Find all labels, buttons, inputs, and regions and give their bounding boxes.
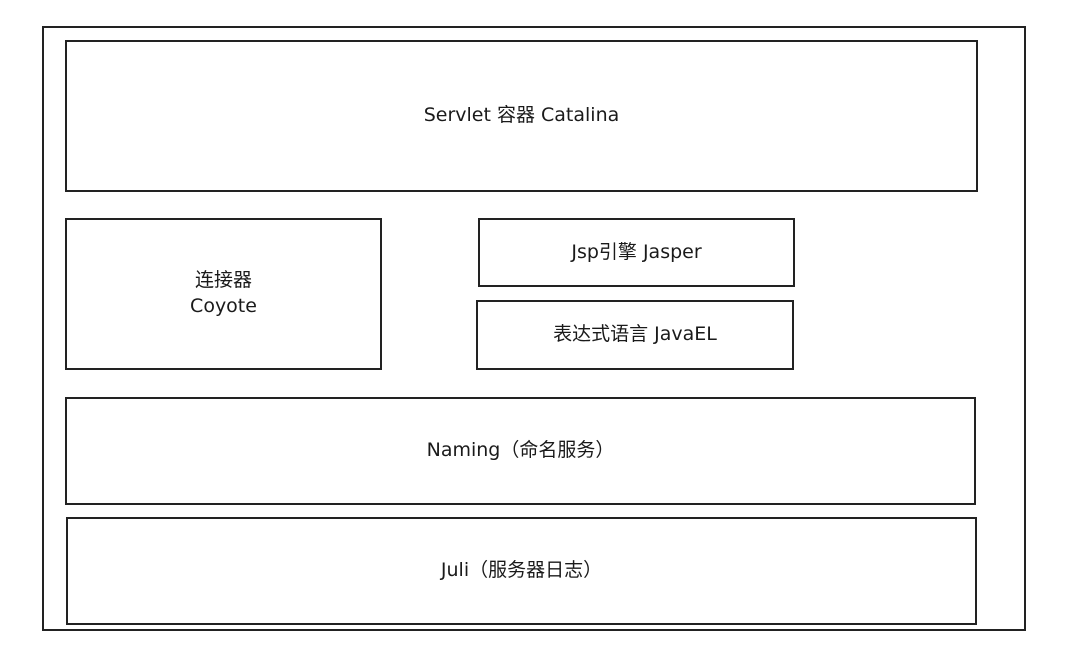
catalina-block: Servlet 容器 Catalina xyxy=(65,40,978,192)
javael-block: 表达式语言 JavaEL xyxy=(476,300,794,370)
naming-block: Naming（命名服务） xyxy=(65,397,976,505)
jasper-label: Jsp引擎 Jasper xyxy=(571,240,702,263)
juli-block: Juli（服务器日志） xyxy=(66,517,977,625)
catalina-label: Servlet 容器 Catalina xyxy=(423,104,620,127)
naming-label: Naming（命名服务） xyxy=(426,439,615,462)
outer-frame xyxy=(42,26,1026,631)
jasper-block: Jsp引擎 Jasper xyxy=(478,218,795,287)
coyote-label-line1: 连接器 xyxy=(194,269,252,292)
coyote-label-line2: Coyote xyxy=(190,295,257,317)
javael-label: 表达式语言 JavaEL xyxy=(553,323,717,346)
coyote-block: 连接器 Coyote xyxy=(65,218,382,370)
juli-label: Juli（服务器日志） xyxy=(440,559,603,582)
